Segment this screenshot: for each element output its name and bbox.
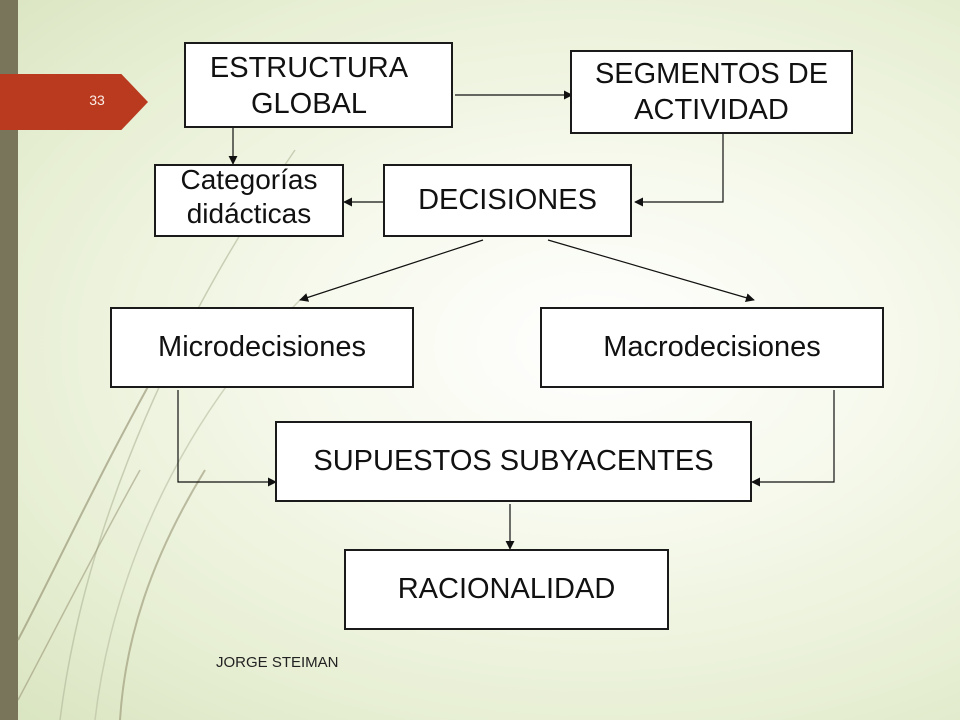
slide-number-tab	[0, 74, 148, 130]
node-supuestos-label: SUPUESTOS SUBYACENTES	[313, 445, 714, 478]
node-racionalidad: RACIONALIDAD	[344, 549, 669, 630]
node-racionalidad-label: RACIONALIDAD	[397, 573, 616, 606]
footer-author: JORGE STEIMAN	[216, 654, 339, 671]
edge-decisiones-to-micro	[299, 239, 484, 302]
node-estructura-global-line2: GLOBAL	[250, 88, 368, 121]
node-estructura-global: ESTRUCTURA GLOBAL	[184, 42, 453, 128]
node-estructura-global-line1: ESTRUCTURA	[209, 52, 409, 84]
node-macrodecisiones-label: Macrodecisiones	[603, 331, 821, 364]
node-microdecisiones-label: Microdecisiones	[158, 331, 366, 364]
node-microdecisiones: Microdecisiones	[110, 307, 414, 388]
node-macrodecisiones: Macrodecisiones	[540, 307, 884, 388]
node-decisiones-label: DECISIONES	[418, 184, 597, 217]
slide-number: 33	[89, 92, 105, 108]
node-categorias-line1: Categorías	[180, 164, 318, 195]
edge-micro-to-supuestos	[177, 390, 277, 487]
node-decisiones: DECISIONES	[383, 164, 632, 237]
node-supuestos-subyacentes: SUPUESTOS SUBYACENTES	[275, 421, 752, 502]
node-segmentos-actividad: SEGMENTOS DE ACTIVIDAD	[570, 50, 853, 134]
node-segmentos-line1: SEGMENTOS DE	[594, 57, 829, 90]
left-accent-bar	[0, 0, 18, 720]
node-categorias-didacticas: Categorías didácticas	[154, 164, 344, 237]
edge-segmentos-to-decisiones	[634, 134, 724, 207]
edge-decisiones-to-macro	[547, 239, 755, 303]
node-segmentos-line2: ACTIVIDAD	[634, 94, 789, 126]
edge-macro-to-supuestos	[751, 390, 835, 487]
node-categorias-line2: didácticas	[186, 198, 312, 230]
